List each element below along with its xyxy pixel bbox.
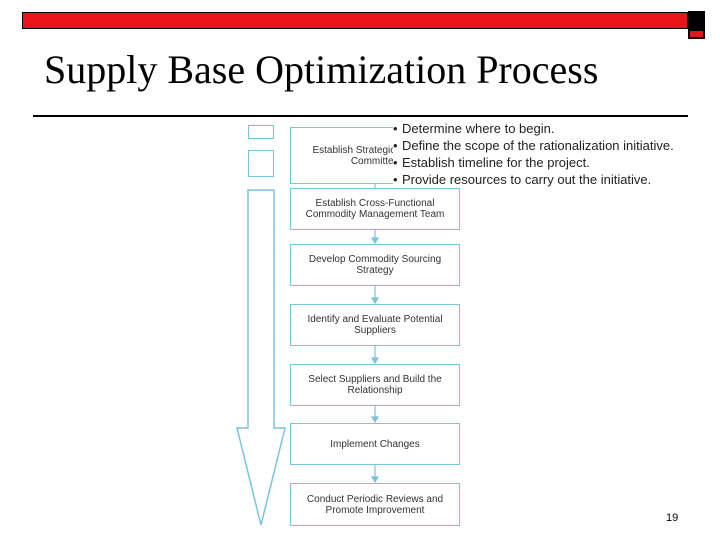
step-box-3: Develop Commodity Sourcing Strategy — [290, 244, 460, 286]
step-box-2: Establish Cross-Functional Commodity Man… — [290, 188, 460, 230]
connector-5-head — [370, 416, 380, 424]
page-number: 19 — [666, 512, 679, 524]
header-corner-accent — [690, 31, 703, 37]
step-box-6: Implement Changes — [290, 423, 460, 465]
bullet-item: Establish timeline for the project. — [393, 154, 693, 171]
connector-4-head — [370, 357, 380, 365]
bullet-item: Provide resources to carry out the initi… — [393, 171, 693, 188]
bullet-item: Determine where to begin. — [393, 120, 693, 137]
step-box-7: Conduct Periodic Reviews and Promote Imp… — [290, 483, 460, 526]
connector-2-head — [370, 237, 380, 245]
callout-bullet-list: Determine where to begin. Define the sco… — [393, 120, 693, 188]
bullet-item: Define the scope of the rationalization … — [393, 137, 693, 154]
connector-3-head — [370, 297, 380, 305]
connector-6-head — [370, 476, 380, 484]
header-red-bar — [22, 12, 688, 29]
side-marker-middle — [248, 150, 274, 177]
side-marker-top — [248, 125, 274, 139]
step-box-5: Select Suppliers and Build the Relations… — [290, 364, 460, 406]
slide-title: Supply Base Optimization Process — [44, 47, 599, 92]
step-box-4: Identify and Evaluate Potential Supplier… — [290, 304, 460, 346]
big-down-arrow — [236, 189, 286, 526]
title-underline — [33, 115, 688, 117]
